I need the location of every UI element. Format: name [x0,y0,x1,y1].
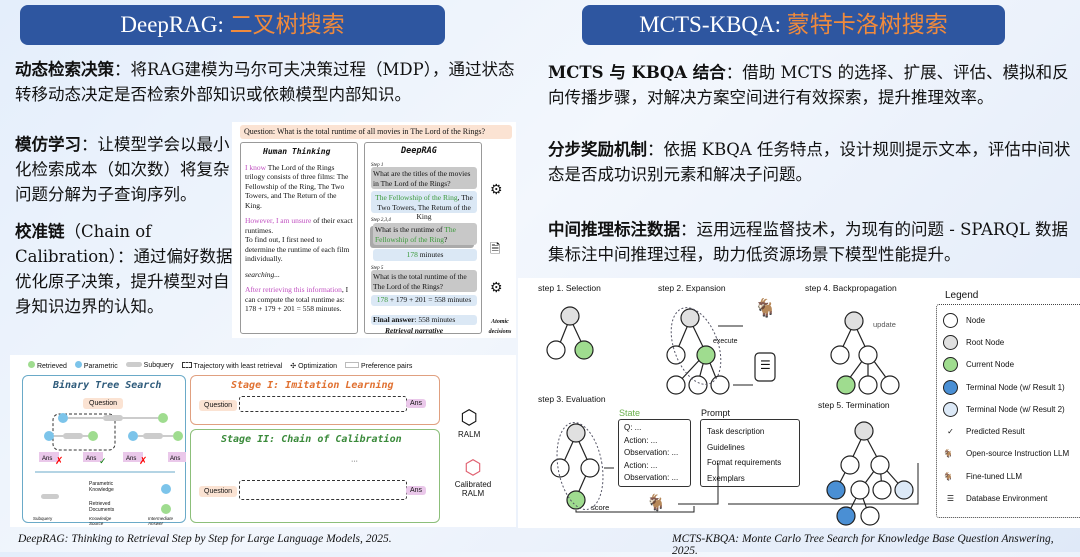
deeprag-point-1: 动态检索决策：将RAG建模为马尔可夫决策过程（MDP），通过状态转移动态决定是否… [15,60,515,104]
binary-tree-diagram: Ans✗ Ans✓ Ans✗ Ans [35,413,186,473]
llm-icon: 🐐 [754,298,777,318]
stage-1-panel: Stage I: Imitation Learning Question Ans [190,375,440,425]
mcts-header: MCTS-KBQA: 蒙特卡洛树搜索 [582,5,1005,45]
deeprag-title: DeepRAG [401,146,437,156]
question-banner: Question: What is the total runtime of a… [240,125,512,139]
mcts-point-2: 分步奖励机制：依据 KBQA 任务特点，设计规则提示文本，评估中间状态是否成功识… [548,140,1071,184]
step-2-label: step 2. Expansion [658,283,726,293]
document-search-icon: 🗎 [490,242,501,257]
mcts-caption: MCTS-KBQA: Monte Carlo Tree Search for K… [672,533,1054,557]
execute-label: execute [713,338,738,345]
mcts-trees [546,306,919,526]
network-icon: ⬡ [464,457,482,479]
header-title-en: DeepRAG: [120,12,230,37]
deeprag-header: DeepRAG: 二叉树搜索 [20,5,445,45]
subquery-1: What are the titles of the movies in The… [371,167,477,189]
deeprag-point-3: 校准链（Chain of Calibration）：通过偏好数据优化原子决策，提… [15,222,233,316]
svg-text:✓: ✓ [99,456,107,466]
state-title: State [619,408,641,418]
mcts-figure: step 1. Selection step 2. Expansion step… [518,278,1080,528]
header-title-cn: 蒙特卡洛树搜索 [786,12,948,37]
network-icon: ⬡ [460,407,478,429]
step-1-label: step 1. Selection [538,283,601,293]
llm-icon: 🐐 [943,449,953,459]
svg-text:Ans: Ans [126,456,136,462]
database-icon: ☰ [760,358,771,372]
prompt-title: Prompt [701,408,731,418]
atomic-decisions-label: Atomic decisions [488,319,512,335]
deeprag-caption: DeepRAG: Thinking to Retrieval Step by S… [18,533,392,545]
mcts-point-3: 中间推理标注数据：运用远程监督技术，为现有的问题 - SPARQL 数据集标注中… [548,220,1069,264]
llm-icon: ⚙ [490,280,503,296]
svg-text:✗: ✗ [139,456,147,467]
binary-tree-search-panel: Binary Tree Search Question Ans✗ Ans✓ An… [22,375,186,526]
finetuned-llm-icon: 🐐 [943,471,953,481]
framework-legend: Retrieved Parametric Subquery Trajectory… [28,361,412,370]
update-label: update [873,320,896,329]
llm-icon: ⚙ [490,182,503,198]
human-thinking-title: Human Thinking [263,147,331,156]
svg-text:Ans: Ans [170,456,180,462]
calibrated-ralm: ⬡Calibrated RALM [448,455,498,498]
deeprag-framework-figure: Retrieved Parametric Subquery Trajectory… [10,355,516,527]
step-3-label: step 3. Evaluation [538,394,606,404]
state-box: Q: ...Action: ...Observation: ...Action:… [618,419,691,487]
step-4-label: step 4. Backpropagation [805,283,897,293]
deeprag-example-figure: Question: What is the total runtime of a… [232,122,516,338]
mcts-point-1: MCTS 与 KBQA 结合：借助 MCTS 的选择、扩展、评估、模拟和反向传播… [548,63,1069,107]
database-icon: ☰ [946,494,955,504]
check-icon: ✓ [947,427,954,437]
svg-text:Ans: Ans [86,456,96,462]
human-thinking-panel: Human Thinking I know The Lord of the Ri… [240,142,358,334]
header-title-en: MCTS-KBQA: [639,12,787,37]
stage-2-panel: Stage II: Chain of Calibration Question … [190,429,440,523]
ralm: ⬡RALM [458,407,481,439]
svg-text:Ans: Ans [42,456,52,462]
header-title-cn: 二叉树搜索 [229,12,345,37]
score-label: score [591,503,610,512]
llm-icon: 🐐 [646,495,666,512]
legend: Node Root Node Current Node Terminal Nod… [936,304,1080,518]
deeprag-point-2: 模仿学习：让模型学会以最小化检索成本（如次数）将复杂问题分解为子查询序列。 [15,135,230,204]
deeprag-panel: DeepRAG Step 1 What are the titles of th… [364,142,482,335]
svg-text:✗: ✗ [55,456,63,467]
legend-title: Legend [945,290,979,301]
step-5-label: step 5. Termination [818,400,890,410]
